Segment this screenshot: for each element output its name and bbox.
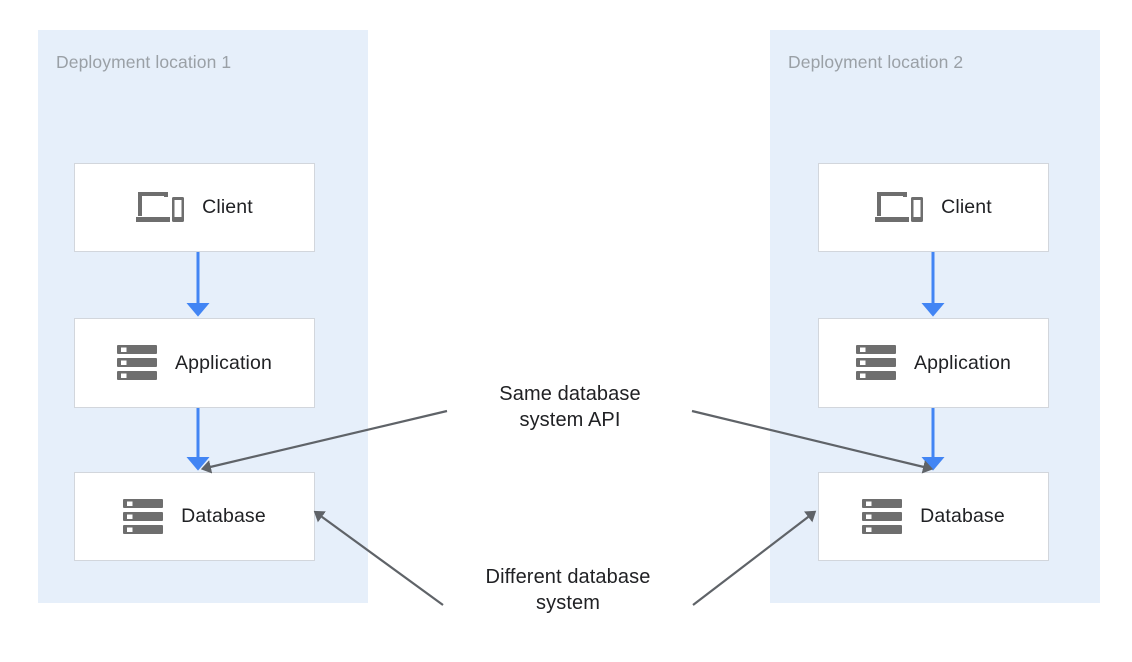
devices-icon <box>875 189 924 227</box>
annotation-different-database-system: Different database system <box>485 566 651 614</box>
server-icon <box>116 344 157 382</box>
server-icon <box>862 498 903 536</box>
application-2-node[interactable]: Application <box>818 318 1049 408</box>
server-icon <box>123 498 164 536</box>
server-icon <box>855 344 896 382</box>
client-1-node[interactable]: Client <box>74 163 315 252</box>
database-1-node[interactable]: Database <box>74 472 315 561</box>
client-2-label: Client <box>941 196 992 218</box>
client-1-label: Client <box>202 196 253 218</box>
deployment-location-1-label: Deployment location 1 <box>56 52 232 72</box>
database-2-node[interactable]: Database <box>818 472 1049 561</box>
client-2-node[interactable]: Client <box>818 163 1049 252</box>
database-2-label: Database <box>920 505 1005 527</box>
deployment-location-2-label: Deployment location 2 <box>788 52 964 72</box>
application-2-label: Application <box>913 351 1012 374</box>
application-1-node[interactable]: Application <box>74 318 315 408</box>
devices-icon <box>136 189 185 227</box>
application-1-label: Application <box>174 351 273 374</box>
database-1-label: Database <box>181 505 266 527</box>
annotation-same-database-system-api: Same database system API <box>499 383 641 431</box>
